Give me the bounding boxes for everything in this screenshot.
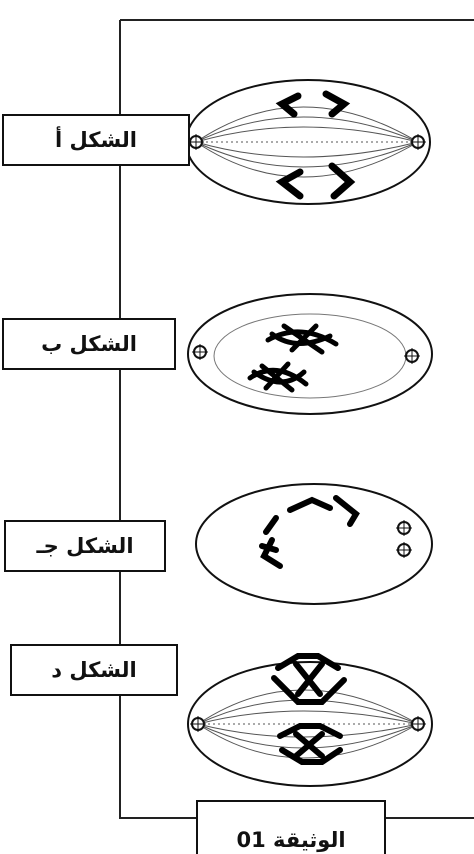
figure-label-d-text: الشكل د [51,658,137,682]
centrosome-top-icon [396,520,412,536]
figure-label-c-text: الشكل جـ [36,534,134,558]
centrosome-left-icon [188,134,204,150]
figure-label-b-text: الشكل ب [41,332,137,356]
document-title: الوثيقة 01 [236,828,346,852]
centrosome-bottom-icon [396,542,412,558]
cell-figure-c [195,483,433,605]
figure-label-a: الشكل أ [2,114,190,166]
cell-figure-a [185,79,431,205]
cell-figure-d [187,653,433,787]
figure-label-b: الشكل ب [2,318,176,370]
centrosome-left-icon [190,716,206,732]
chromosomes-d [271,653,347,765]
centrosome-right-icon [404,348,420,364]
figure-label-c: الشكل جـ [4,520,166,572]
figure-label-a-text: الشكل أ [55,128,137,152]
centrosome-right-icon [410,716,426,732]
document-title-box: الوثيقة 01 [196,800,386,854]
outer-frame [119,19,474,819]
figure-label-d: الشكل د [10,644,178,696]
chromosomes-a [275,90,356,200]
cell-figure-b [187,293,433,415]
chromosomes-b [247,323,339,393]
centrosome-left-icon [192,344,208,360]
chromosomes-c [259,495,360,569]
centrosome-right-icon [410,134,426,150]
